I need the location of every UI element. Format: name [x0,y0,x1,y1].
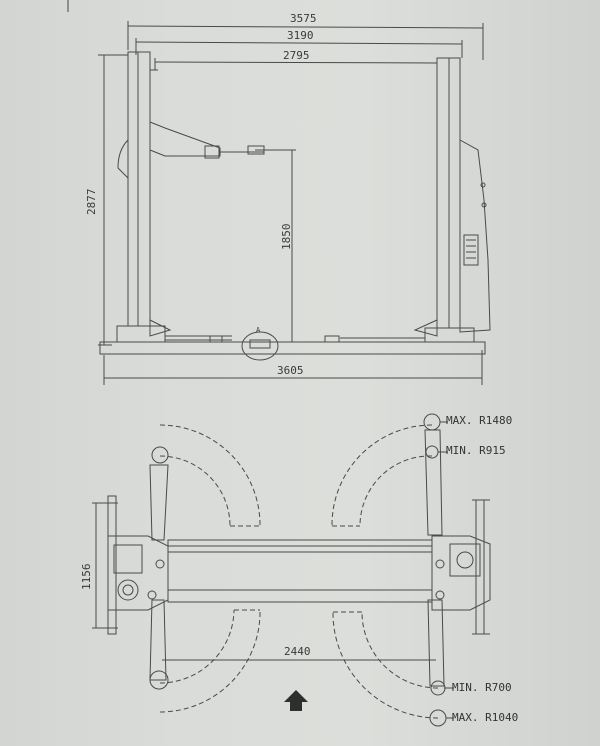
dimension-base-width: 3605 [277,364,304,377]
left-column-plan [107,535,169,611]
right-column [424,57,491,343]
dimension-line-depth [92,495,118,635]
arm-max-top-label: MAX. R1480 [446,414,513,427]
dimension-lines-top [127,21,484,70]
dimension-height-overall: 2877 [85,188,98,216]
right-arms [423,413,447,727]
left-column [116,51,166,343]
arm-swing-arcs [159,424,439,719]
detail-circle-a [241,331,279,361]
base-plate [99,319,486,355]
raised-arms [149,121,265,159]
dimension-width-overall: 3575 [290,12,317,25]
right-column-plan [431,535,491,611]
dimension-drive-through: 2440 [284,645,311,658]
up-arrow-icon [284,690,308,711]
leader-lines [438,421,454,719]
arm-min-bottom-label: MIN. R700 [452,681,512,694]
dimension-column-depth: 1156 [80,563,93,591]
arm-max-bottom-label: MAX. R1040 [452,711,519,724]
right-post-plan [472,499,490,635]
base-plan [167,539,433,603]
left-arms [149,446,169,690]
dimension-width-columns: 3190 [287,29,314,42]
arm-min-top-label: MIN. R915 [446,444,506,457]
dimension-line-base [103,350,483,385]
dimension-width-inner: 2795 [283,49,310,62]
dimension-lift-height: 1850 [280,223,293,251]
detail-marker: A [256,326,261,334]
dimension-line-height [98,54,128,346]
dimension-line-lift [255,149,296,342]
